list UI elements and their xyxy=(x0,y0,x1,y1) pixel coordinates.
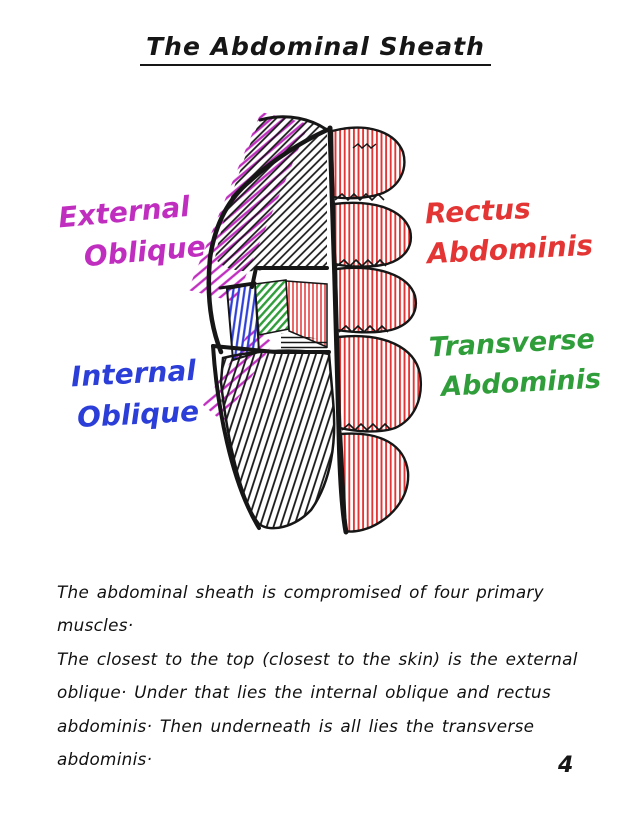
caption-line-3: oblique· Under that lies the internal ob… xyxy=(57,682,551,703)
label-internal-oblique: Internal Oblique xyxy=(70,353,200,435)
caption-line-2: The closest to the top (closest to the s… xyxy=(57,648,578,669)
page-title-wrap: The Abdominal Sheath xyxy=(0,32,631,66)
label-rectus-abdominis: Rectus Abdominis xyxy=(424,191,594,271)
caption-paragraph: The abdominal sheath is compromised of f… xyxy=(57,576,587,776)
page-number: 4 xyxy=(558,753,574,778)
label-external-oblique: External Oblique xyxy=(57,189,207,273)
internal-oblique-region xyxy=(211,344,336,530)
caption-line-1: The abdominal sheath is compromised of f… xyxy=(57,582,544,636)
rectus-abdominis-drawing xyxy=(327,125,422,535)
label-internal-line2: Oblique xyxy=(76,394,200,435)
label-rectus-line1: Rectus xyxy=(424,191,532,231)
cutaway-window xyxy=(218,266,329,362)
caption-line-4: abdominis· Then underneath is all lies t… xyxy=(57,715,535,770)
cut-flap xyxy=(206,115,330,355)
page-title: The Abdominal Sheath xyxy=(140,32,491,66)
abdominal-diagram xyxy=(188,112,422,535)
label-external-line1: External xyxy=(57,189,192,235)
label-transverse-line2: Abdominis xyxy=(440,363,602,403)
label-transverse-line1: Transverse xyxy=(428,323,596,364)
label-transverse-abdominis: Transverse Abdominis xyxy=(428,323,602,403)
label-rectus-line2: Abdominis xyxy=(426,228,594,271)
label-internal-line1: Internal xyxy=(70,353,197,394)
